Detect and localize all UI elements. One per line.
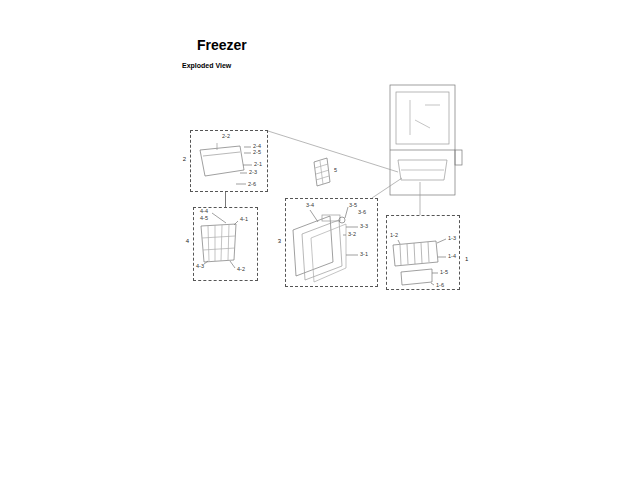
callout-number: 4-1 [240,217,248,223]
guide-line [372,178,402,198]
callout-number: 1-6 [436,283,444,289]
callout-number: 2-5 [253,150,261,156]
refrigerator [390,85,455,195]
side-panel [455,150,462,165]
callout-number: 1-4 [448,254,456,260]
freezer-drawer [398,160,447,180]
handle [322,215,340,221]
callout-number: 2-6 [248,182,256,188]
detail-line [203,152,240,156]
detail-line [415,120,430,128]
callout-number: 3-1 [360,252,368,258]
leader-line [230,261,235,268]
callout-number: 1-5 [440,270,448,276]
title: Freezer [197,37,247,53]
guide-line [268,131,398,172]
divider [390,150,455,151]
group-box: 1 [386,215,460,290]
clip [217,143,218,150]
leader-line [212,213,226,223]
callout-number: 3-5 [349,203,357,209]
leader-line [244,153,251,154]
leader-line [240,173,247,174]
leader-line [346,255,358,256]
callout-number: 2-1 [254,162,262,168]
callout-number: 1 [465,256,468,262]
leader-line [398,240,400,244]
basket [201,224,236,262]
grill [393,241,438,266]
leader-line [345,207,348,218]
leader-line [234,221,238,225]
detail-line [425,105,440,106]
leader-line [243,165,252,166]
guide-line [420,182,421,215]
leader-line [438,257,446,258]
callout-number: 1-3 [448,236,456,242]
leader-line [346,227,358,228]
callout-number: 4 [186,238,189,244]
callout-number: 4-3 [196,264,204,270]
callout-number: 4-5 [200,216,208,222]
connector-line [225,192,226,207]
panel [311,224,346,282]
leader-line [431,283,434,285]
leader-line [244,147,251,148]
bar [401,269,432,285]
compartment [396,92,449,144]
callout-number: 3-4 [306,203,314,209]
filter [314,158,330,186]
leader-line [432,273,438,274]
callout-number: 4-2 [237,267,245,273]
callout-number: 1-2 [390,233,398,239]
callout-number: 3-6 [358,210,366,216]
callout-number: 4-4 [200,209,208,215]
callout-number: 3-3 [360,224,368,230]
callout-number: 5 [334,168,337,174]
leader-line [437,239,446,243]
callout-number: 2-2 [222,134,230,140]
callout-number: 2 [183,156,186,162]
leader-line [310,210,318,222]
leader-line [343,235,346,236]
callout-number: 3 [278,238,281,244]
panel [302,220,342,280]
detail-line [410,100,411,135]
leader-line [236,184,246,185]
subtitle: Exploded View [182,62,231,69]
part [339,217,345,223]
callout-number: 3-2 [348,232,356,238]
tray [200,146,244,176]
detail-line [401,170,444,171]
leader-line [204,261,208,264]
callout-number: 2-3 [249,170,257,176]
callout-number: 2-4 [253,144,261,150]
group-box: 2 [190,130,268,192]
